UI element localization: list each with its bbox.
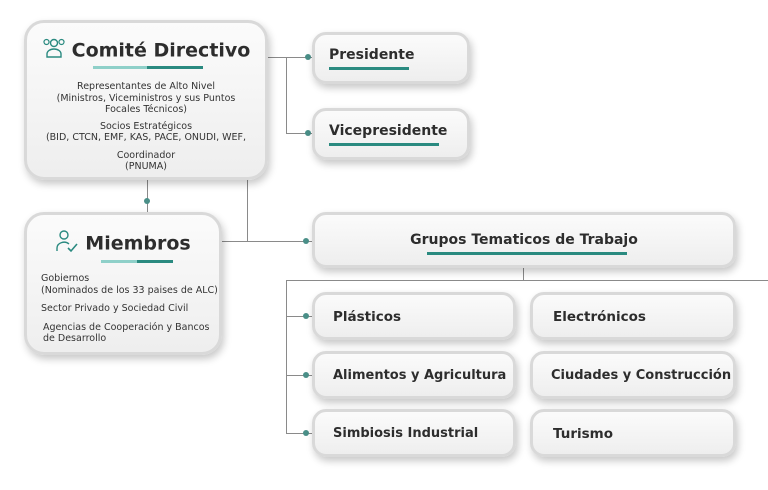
miembros-underline [137,260,173,263]
socios-title: Socios Estratégicos [99,120,193,132]
coord-title: Coordinador [116,149,176,161]
connector-presidente [286,57,312,58]
rep-detail-2: Focales Técnicos) [104,104,188,115]
grupo-item: Turismo [530,409,736,457]
connector-grupos-vertical [286,280,287,433]
connector-dot [305,54,311,60]
miembros-underline [101,260,137,263]
presidente-underline [329,67,409,70]
vicepresidente-card: Vicepresidente [312,108,470,160]
comite-header: Comité Directivo [27,37,265,64]
gobiernos-title: Gobiernos [41,273,90,284]
grupo-item: Simbiosis Industrial [312,409,516,457]
miembros-title: Miembros [85,232,191,255]
presidente-card: Presidente [312,32,470,84]
grupos-underline [427,252,627,255]
comite-directivo-card: Comité Directivo Representantes de Alto … [24,20,268,180]
rep-detail-1: (Ministros, Viceministros y sus Puntos [56,92,236,104]
coord-detail: (PNUMA) [125,161,167,172]
gobiernos-detail: (Nominados de los 33 paises de ALC) [41,284,218,296]
connector-dot [303,238,309,244]
grupo-item: Plásticos [312,292,516,340]
miembros-header: Miembros [27,229,219,258]
grupos-card: Grupos Tematicos de Trabajo [312,212,736,268]
comite-underline [93,66,147,69]
miembros-details: Gobiernos (Nominados de los 33 paises de… [41,273,221,345]
grupo-item: Alimentos y Agricultura [312,351,516,399]
vicepresidente-underline [329,143,439,146]
connector-dot [303,313,309,319]
connector-to-grupos [222,241,312,242]
vicepresidente-label: Vicepresidente [329,123,448,139]
sector-title: Sector Privado y Sociedad Civil [41,303,189,314]
grupo-item-label: Plásticos [333,309,402,325]
grupo-item-label: Turismo [553,426,613,442]
connector-comite-down [247,178,248,242]
grupo-item: Electrónicos [530,292,736,340]
comite-details: Representantes de Alto Nivel (Ministros,… [35,81,257,173]
presidente-label: Presidente [329,47,415,63]
connector-grupos-horizontal [286,280,768,281]
connector-simbiosis [286,433,312,434]
connector-vicepresidente [286,133,312,134]
comite-title: Comité Directivo [71,39,251,62]
connector-alimentos [286,375,312,376]
connector-dot [303,372,309,378]
people-icon [42,37,66,64]
grupo-item-label: Electrónicos [553,309,646,325]
connector-dot [305,130,311,136]
connector-grupos-down [523,266,524,280]
grupo-item: Ciudades y Construcción [530,351,736,399]
person-check-icon [55,229,79,258]
grupo-item-label: Alimentos y Agricultura [333,368,507,383]
connector-dot [303,430,309,436]
rep-title: Representantes de Alto Nivel [77,81,215,92]
miembros-card: Miembros Gobiernos (Nominados de los 33 … [24,212,222,355]
agencias-line-1: Agencias de Cooperación y Bancos [43,321,210,333]
grupos-title: Grupos Tematicos de Trabajo [410,232,638,248]
grupo-item-label: Ciudades y Construcción [551,368,732,383]
agencias-line-2: de Desarrollo [43,333,107,344]
connector-comite-roles [266,57,286,58]
grupo-item-label: Simbiosis Industrial [333,426,479,441]
comite-underline [147,66,203,69]
connector-comite-miembros [147,178,148,212]
connector-plasticos [286,316,312,317]
connector-dot [144,198,150,204]
connector-roles-vertical [286,57,287,133]
socios-detail: (BID, CTCN, EMF, KAS, PACE, ONUDI, WEF, [45,132,247,143]
